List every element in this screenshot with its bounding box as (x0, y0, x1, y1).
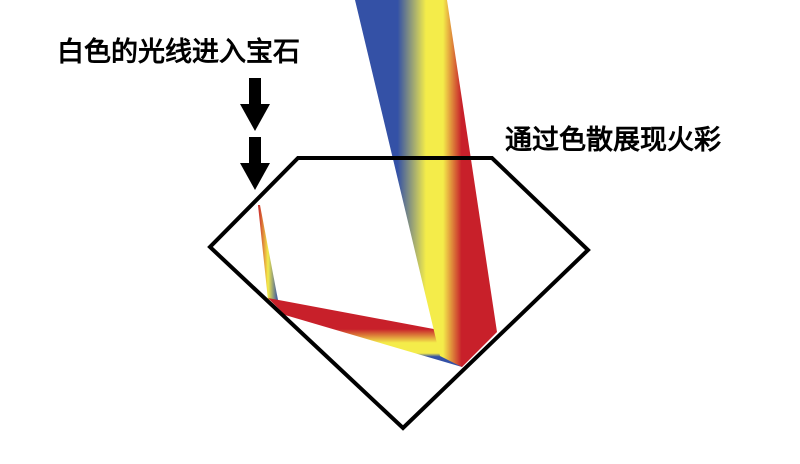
incoming-light-label: 白色的光线进入宝石 (57, 37, 300, 68)
down-arrow-icon (240, 137, 270, 190)
gem-outline (207, 156, 591, 431)
down-arrow-icon (240, 78, 270, 131)
entry-light-ray (258, 205, 278, 300)
dispersed-light-band (355, 0, 497, 367)
dispersion-fire-label: 通过色散展现火彩 (505, 125, 721, 156)
reflected-light-band (268, 298, 462, 367)
